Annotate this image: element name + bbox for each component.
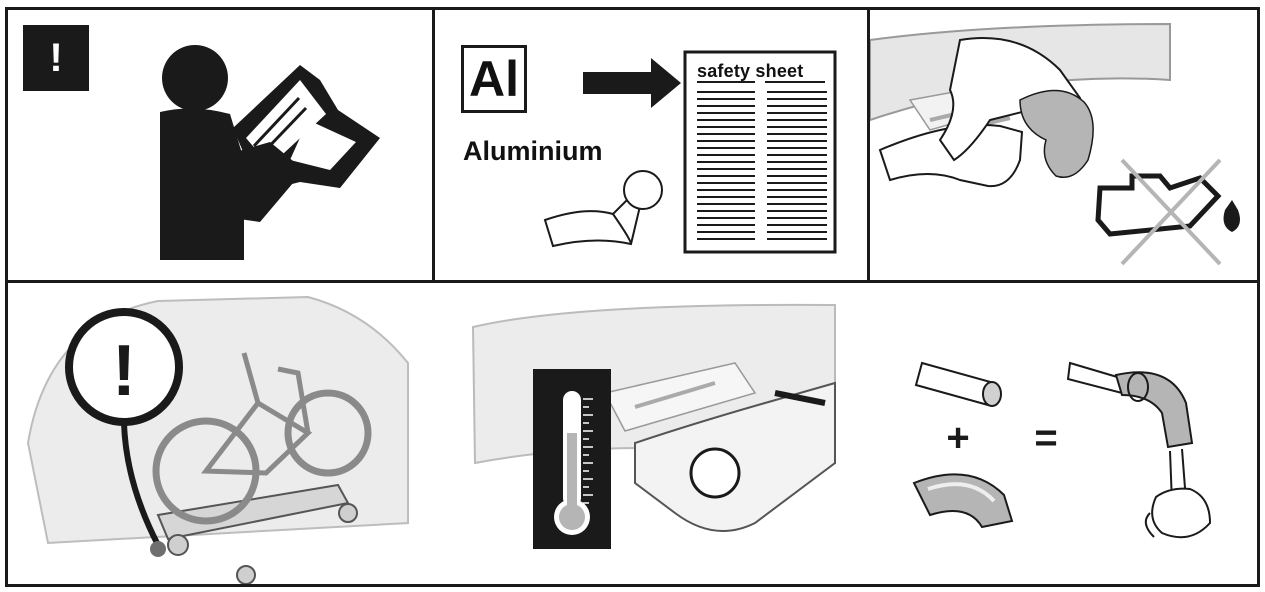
carrier-clamp bbox=[634, 381, 836, 532]
equals-sign: = bbox=[1034, 416, 1057, 460]
cloth-icon bbox=[1019, 89, 1094, 178]
thermometer-icon bbox=[533, 369, 611, 549]
panel-read-manual: ! bbox=[8, 10, 432, 280]
temperature-illustration bbox=[471, 303, 836, 549]
combined-tube-result-icon bbox=[1066, 361, 1212, 539]
combine-illustration: + = bbox=[912, 361, 1212, 539]
row-divider bbox=[8, 280, 1257, 283]
plus-sign: + bbox=[946, 416, 969, 460]
bike-carrier-warning-illustration: ! bbox=[26, 295, 409, 584]
arrow-right-icon bbox=[583, 58, 681, 108]
tow-ball-icon bbox=[543, 170, 663, 248]
warning-circle-icon: ! bbox=[65, 308, 183, 557]
panel-temperature bbox=[435, 283, 867, 584]
aluminium-label: Aluminium bbox=[463, 136, 603, 166]
panel-aluminium: Al Aluminium safety sheet bbox=[435, 10, 867, 280]
warning-badge: ! bbox=[23, 25, 89, 91]
bent-tube-icon bbox=[912, 473, 1014, 529]
column-divider-1 bbox=[432, 10, 435, 280]
clean-no-grease-illustration bbox=[870, 22, 1240, 266]
aluminium-symbol-box: Al bbox=[461, 45, 527, 113]
panel-bike-warning: ! bbox=[8, 283, 432, 584]
grease-can-crossed-icon bbox=[1095, 158, 1240, 266]
instruction-sheet: ! Al Aluminium bbox=[5, 7, 1260, 587]
safety-sheet-title: safety sheet bbox=[697, 61, 804, 81]
person-reading-manual-icon bbox=[160, 45, 380, 260]
panel-clean-no-grease bbox=[870, 10, 1257, 280]
panel-combine: + = bbox=[870, 283, 1257, 584]
warning-exclamation: ! bbox=[112, 331, 136, 411]
safety-sheet-document-icon bbox=[683, 50, 837, 254]
aluminium-illustration bbox=[543, 50, 837, 254]
column-divider-2 bbox=[867, 10, 870, 280]
straight-tube-icon bbox=[914, 361, 1002, 407]
bicycle-icon bbox=[152, 352, 372, 525]
